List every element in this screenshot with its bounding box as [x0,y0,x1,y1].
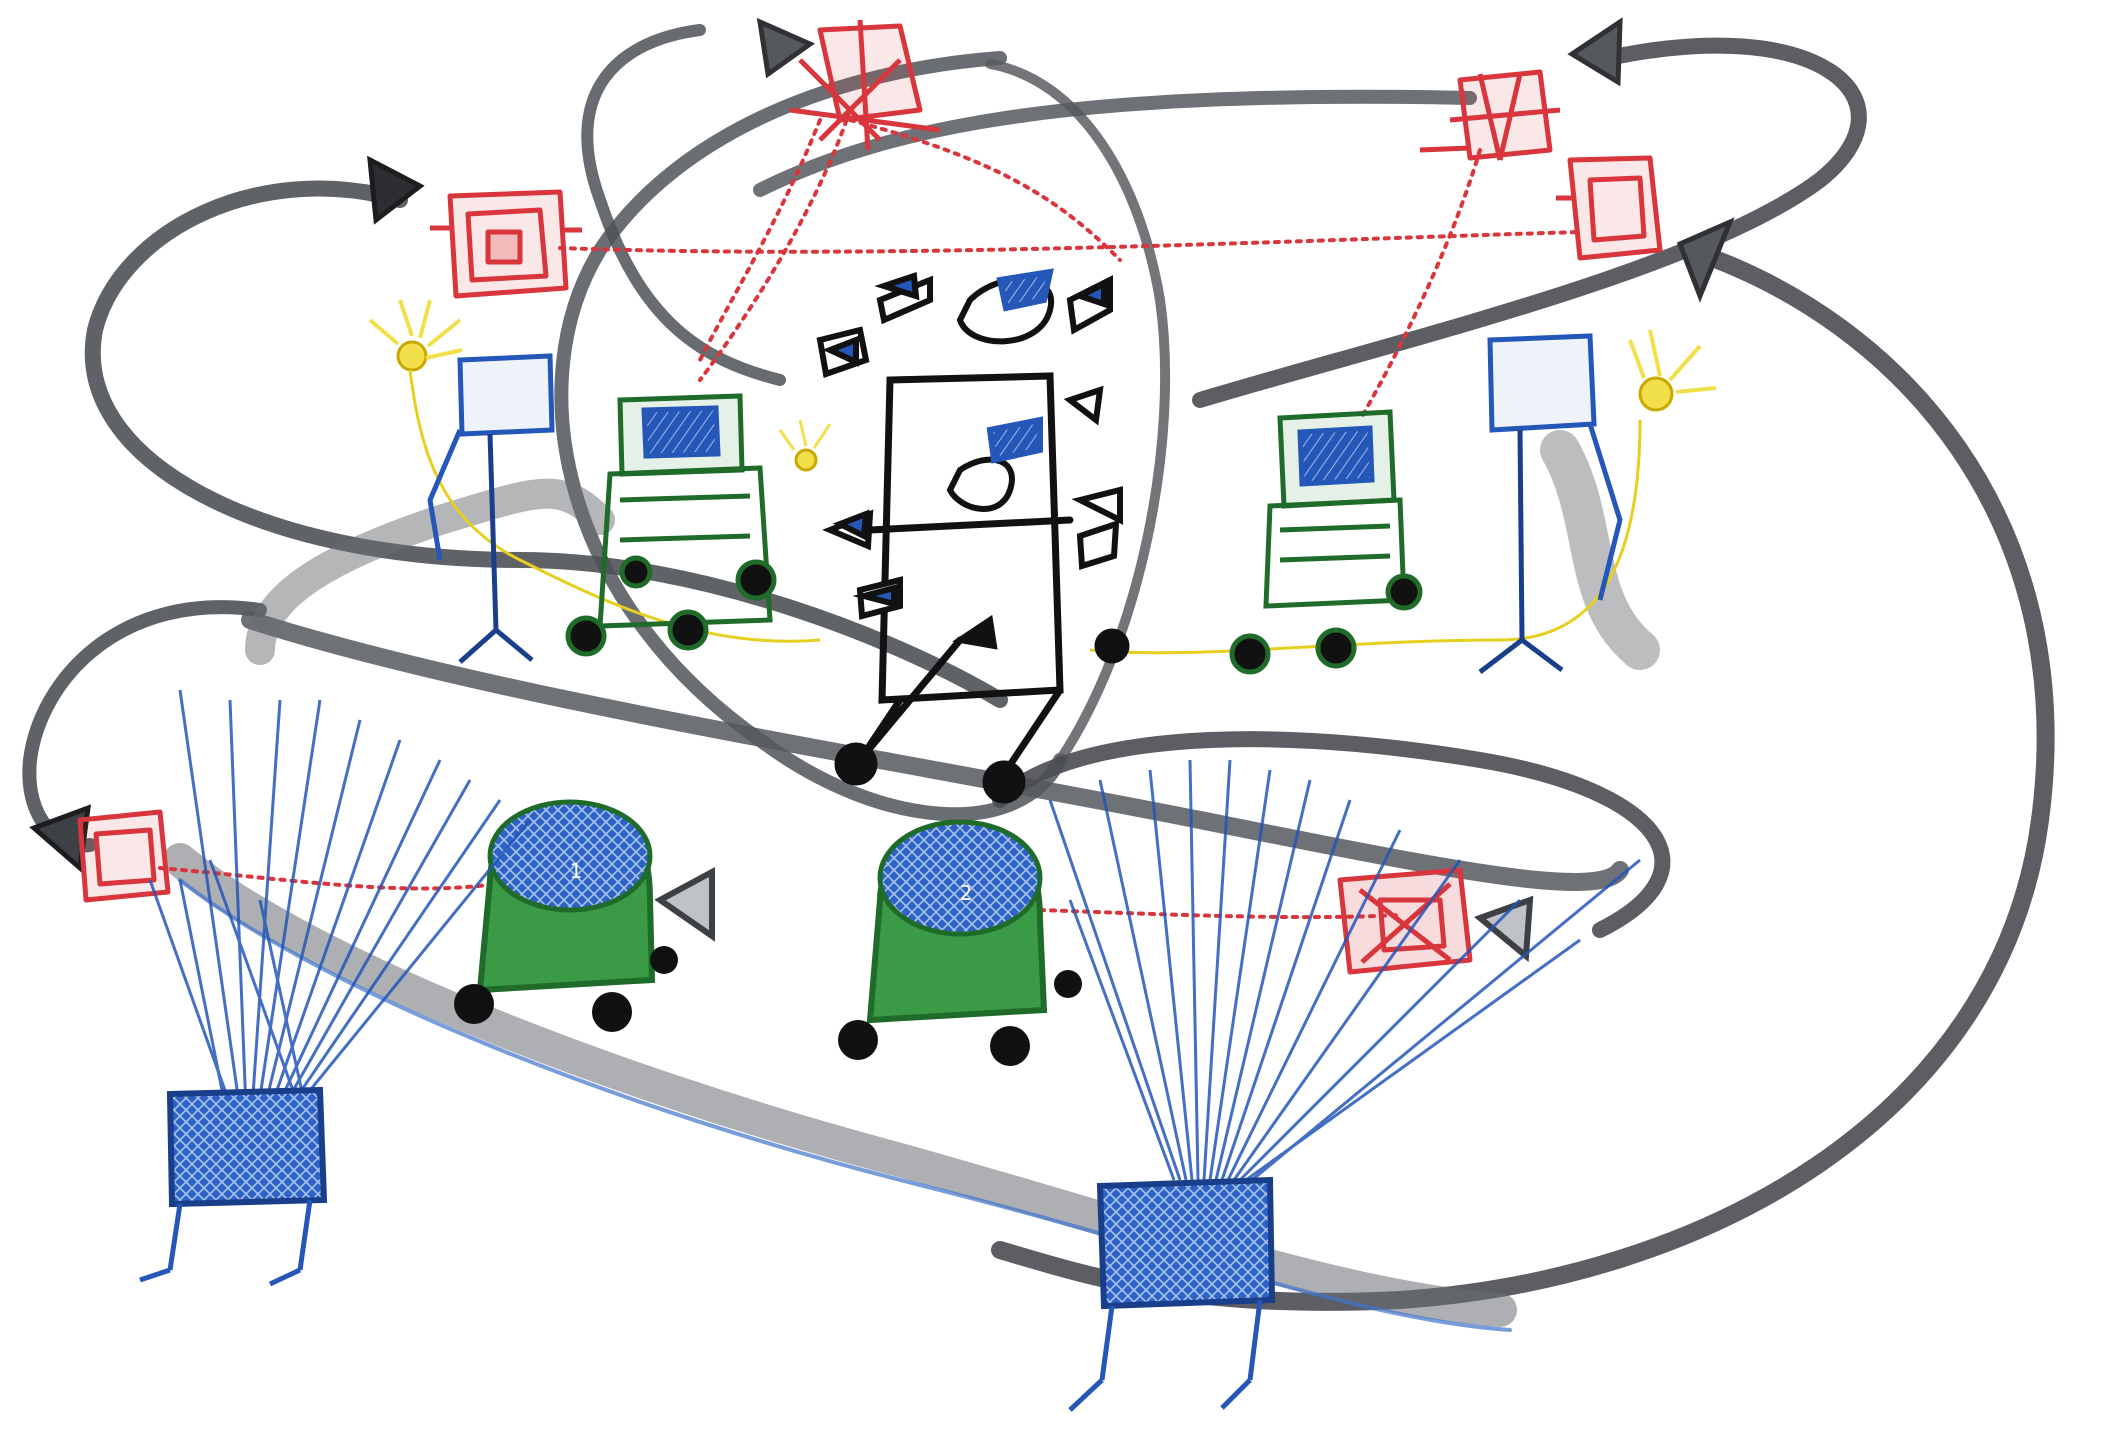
green-cart-bottom-left: 1 [454,802,678,1032]
loop-top-left-upper [587,30,780,380]
drum-wheel-right [986,764,1022,800]
link-top-center-to-left-cart [700,120,820,360]
graphite-loop-arrows [29,30,2045,1330]
drum-pads [820,272,1120,646]
lower-loop [1000,739,1662,930]
speaker-left [140,1090,324,1284]
cart-label-2: 2 [960,881,973,905]
light-left [370,300,462,370]
arrowhead-lower-right [1480,900,1530,956]
middle-s-curve [29,607,260,845]
red-box-right [1556,158,1660,258]
speaker-rays-right [1050,760,1640,1180]
red-chair-top-right [1420,72,1560,160]
arrowhead-top-center [760,22,810,74]
drum-wheel-side [1098,632,1126,660]
speaker-right [1070,1180,1272,1410]
drum-crossbar [870,520,1070,530]
light-center-left [780,420,830,470]
central-loop-upper [990,64,1165,760]
red-box-left-bottom [80,812,168,900]
green-carts-bottom: 1 2 [454,802,1082,1066]
link-left-to-top-right [560,232,1580,252]
cart-label-1: 1 [570,859,583,883]
red-objects [80,20,1660,972]
left-ribbon [260,494,600,650]
green-cart-bottom-right: 2 [838,822,1082,1066]
arrowhead-middle [660,872,712,936]
arrowhead-top-left [370,160,420,220]
link-top-right-down [1360,150,1480,420]
arrowhead-top-right [1572,22,1620,82]
light-right [1630,330,1716,410]
red-box-right-bottom [1340,870,1470,972]
green-cart-top-right [1232,412,1420,672]
drum-wheel-left [838,746,874,782]
red-box-top-left [430,192,582,296]
